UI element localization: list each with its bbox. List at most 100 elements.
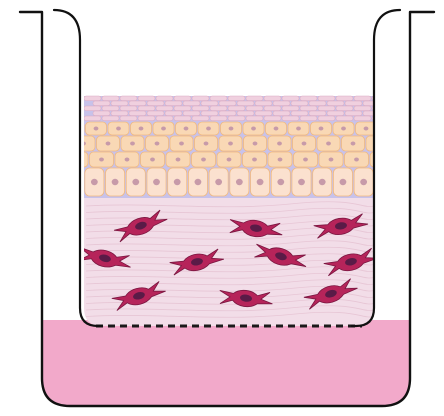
corneocyte xyxy=(84,116,101,121)
corneocyte xyxy=(111,111,128,116)
corneocyte xyxy=(228,96,245,101)
basal-nucleus xyxy=(112,179,119,185)
keratinocyte-nucleus xyxy=(278,158,283,162)
corneocyte xyxy=(147,101,164,106)
corneocyte xyxy=(282,106,299,111)
keratinocyte-nucleus xyxy=(71,127,76,131)
keratinocyte-nucleus xyxy=(274,127,279,131)
corneocyte xyxy=(309,111,326,116)
keratinocyte-nucleus xyxy=(155,142,160,146)
keratinocyte-nucleus xyxy=(251,127,256,131)
corneocyte xyxy=(156,116,173,121)
basal-nucleus xyxy=(174,179,181,185)
corneocyte xyxy=(192,96,209,101)
keratinocyte-nucleus xyxy=(296,127,301,131)
keratinocyte-nucleus xyxy=(302,142,307,146)
corneocyte xyxy=(192,116,209,121)
corneocyte xyxy=(300,116,317,121)
stratum-corneum xyxy=(84,96,389,121)
basal-nucleus xyxy=(236,179,243,185)
keratinocyte-nucleus xyxy=(116,127,121,131)
corneocyte xyxy=(255,111,272,116)
corneocyte xyxy=(327,101,344,106)
corneocyte xyxy=(219,101,236,106)
basal-nucleus xyxy=(215,179,222,185)
corneocyte xyxy=(102,116,119,121)
basal-nucleus xyxy=(360,179,367,185)
corneocyte xyxy=(129,101,146,106)
corneocyte xyxy=(93,111,110,116)
corneocyte xyxy=(183,101,200,106)
basal-nucleus xyxy=(153,179,160,185)
corneocyte xyxy=(246,96,263,101)
keratinocyte-nucleus xyxy=(380,158,385,162)
keratinocyte-nucleus xyxy=(253,142,258,146)
keratinocyte-nucleus xyxy=(326,142,331,146)
skin-tissue xyxy=(63,96,399,326)
corneocyte xyxy=(210,116,227,121)
corneocyte xyxy=(120,116,137,121)
keratinocyte-nucleus xyxy=(386,127,391,131)
keratinocyte-nucleus xyxy=(184,127,189,131)
corneocyte xyxy=(138,96,155,101)
corneocyte xyxy=(300,106,317,111)
corneocyte xyxy=(318,116,335,121)
corneocyte xyxy=(156,106,173,111)
basal-nucleus xyxy=(319,179,326,185)
keratinocyte-cell-icon xyxy=(366,136,389,151)
corneocyte xyxy=(102,106,119,111)
corneocyte xyxy=(138,116,155,121)
keratinocyte-nucleus xyxy=(364,127,369,131)
corneocyte xyxy=(345,101,362,106)
keratinocyte-nucleus xyxy=(228,142,233,146)
corneocyte xyxy=(192,106,209,111)
corneocyte xyxy=(201,101,218,106)
corneocyte xyxy=(291,101,308,106)
keratinocyte-nucleus xyxy=(125,158,130,162)
corneocyte xyxy=(102,96,119,101)
corneocyte xyxy=(309,101,326,106)
keratinocyte-nucleus xyxy=(375,142,380,146)
corneocyte xyxy=(165,101,182,106)
corneocyte xyxy=(174,116,191,121)
keratinocyte-nucleus xyxy=(179,142,184,146)
corneocyte xyxy=(282,96,299,101)
keratinocyte-nucleus xyxy=(252,158,257,162)
keratinocyte-cell-icon xyxy=(378,122,399,135)
culture-medium xyxy=(42,320,410,410)
corneocyte xyxy=(354,116,371,121)
basal-nucleus xyxy=(340,179,347,185)
corneocyte xyxy=(327,111,344,116)
basal-nucleus xyxy=(277,179,284,185)
keratinocyte-nucleus xyxy=(139,127,144,131)
corneocyte xyxy=(93,101,110,106)
corneocyte xyxy=(246,106,263,111)
keratinocyte-nucleus xyxy=(150,158,155,162)
corneocyte xyxy=(354,96,371,101)
keratinocyte-nucleus xyxy=(81,142,86,146)
corneocyte xyxy=(264,96,281,101)
basal-nucleus xyxy=(91,179,98,185)
corneocyte xyxy=(138,106,155,111)
keratinocyte-nucleus xyxy=(201,158,206,162)
corneocyte xyxy=(120,96,137,101)
corneocyte xyxy=(84,96,101,101)
corneocyte xyxy=(363,111,380,116)
corneocyte xyxy=(336,116,353,121)
corneocyte xyxy=(363,101,380,106)
corneocyte xyxy=(156,96,173,101)
keratinocyte-nucleus xyxy=(277,142,282,146)
corneocyte xyxy=(210,96,227,101)
dermal-matrix xyxy=(84,196,374,326)
corneocyte xyxy=(129,111,146,116)
corneocyte xyxy=(147,111,164,116)
corneocyte xyxy=(318,106,335,111)
keratinocyte-nucleus xyxy=(94,127,99,131)
corneocyte xyxy=(201,111,218,116)
corneocyte xyxy=(237,111,254,116)
keratinocyte-nucleus xyxy=(206,127,211,131)
keratinocyte-nucleus xyxy=(74,158,79,162)
spinous-layer xyxy=(63,122,399,167)
